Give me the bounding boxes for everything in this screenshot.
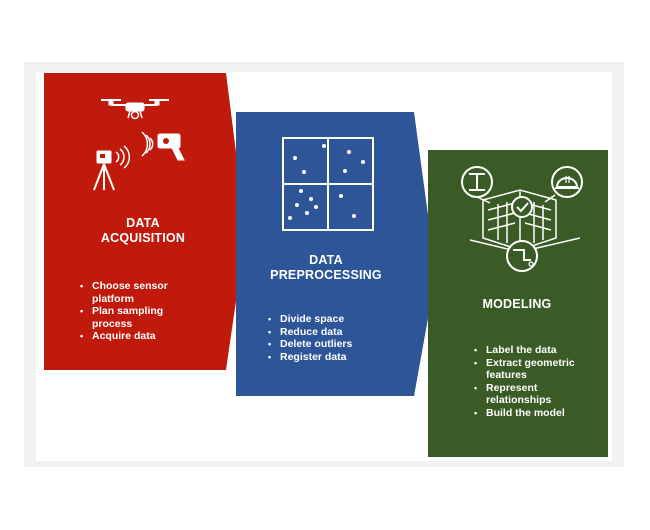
bullet-item: Plan sampling process (78, 305, 188, 330)
stage-acquisition-bullets: Choose sensor platform Plan sampling pro… (78, 280, 188, 343)
bullet-item: Acquire data (78, 330, 188, 343)
stage-preprocessing-bullets: Divide space Reduce data Delete outliers… (266, 313, 396, 363)
bullet-item: Register data (266, 351, 396, 364)
bullet-item: Delete outliers (266, 338, 396, 351)
bullet-item: Extract geometric features (472, 357, 594, 382)
stage-preprocessing-title-line2: PREPROCESSING (270, 268, 382, 282)
stage-preprocessing-title: DATA PREPROCESSING (262, 253, 390, 283)
bullet-item: Build the model (472, 407, 594, 420)
bullet-item: Label the data (472, 344, 594, 357)
bullet-item: Choose sensor platform (78, 280, 188, 305)
drone-icon (101, 99, 169, 120)
handheld-scanner-icon (141, 131, 185, 161)
stage-modeling-bullets: Label the data Extract geometric feature… (472, 344, 594, 420)
laser-scanner-icon (93, 145, 131, 191)
bullet-item: Reduce data (266, 326, 396, 339)
building-model-icon (469, 189, 581, 253)
point-grid-icon (282, 137, 374, 231)
stage-acquisition-title: DATA ACQUISITION (84, 216, 202, 246)
stage-modeling-title-line1: MODELING (482, 297, 552, 311)
bullet-item: Represent relationships (472, 382, 594, 407)
steel-beam-icon (461, 166, 493, 204)
stage-acquisition-title-line1: DATA (126, 216, 160, 230)
stage-modeling-title: MODELING (462, 297, 572, 312)
stage-acquisition-title-line2: ACQUISITION (100, 231, 186, 245)
pipe-icon (506, 240, 538, 272)
hard-hat-icon (544, 166, 583, 203)
bullet-item: Divide space (266, 313, 396, 326)
stage-preprocessing-title-line1: DATA (309, 253, 343, 267)
